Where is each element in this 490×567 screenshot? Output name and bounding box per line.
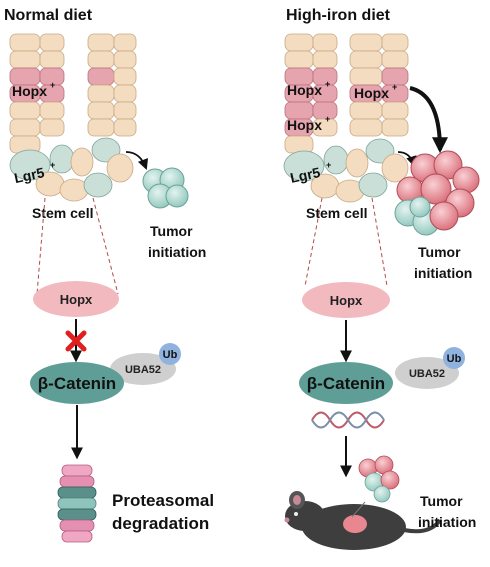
inhibit-x-icon — [65, 330, 87, 352]
right-crypt — [283, 33, 409, 203]
right-uba52-node — [395, 357, 459, 389]
right-ub-label: Ub — [447, 353, 462, 365]
left-ub-label: Ub — [163, 349, 178, 361]
dna-helix-icon — [311, 411, 385, 429]
left-arrow-to-tumor — [125, 151, 149, 171]
right-zoom-line-a — [304, 197, 323, 287]
right-hopx-sup-b: + — [325, 114, 330, 124]
left-zoom-line-b — [92, 197, 119, 295]
mouse-tumor-cluster — [358, 455, 400, 503]
left-tumor-line1: Tumor — [150, 223, 193, 239]
left-tumor-line2: initiation — [148, 244, 206, 260]
right-panel: High-iron diet — [283, 7, 480, 550]
right-hopx-marker-b: Hopx — [287, 117, 322, 133]
left-hopx-node — [33, 281, 119, 317]
left-catenin-node — [30, 362, 124, 404]
right-tumor-line2: initiation — [414, 265, 472, 281]
left-degradation-line2: degradation — [112, 514, 209, 533]
right-hopx-node — [302, 282, 390, 318]
left-tumor-cluster — [142, 167, 189, 209]
left-crypt — [9, 33, 137, 202]
left-title: Normal diet — [4, 7, 93, 24]
right-hopx-marker-c: Hopx — [354, 85, 389, 101]
left-hopx-node-label: Hopx — [60, 292, 93, 307]
left-panel: Normal diet — [4, 7, 214, 543]
left-uba52-node — [110, 353, 176, 385]
right-tumor2-line1: Tumor — [420, 493, 463, 509]
right-hopx-node-label: Hopx — [330, 293, 363, 308]
right-catenin-node — [299, 362, 393, 404]
right-hopx-marker-a: Hopx — [287, 82, 322, 98]
right-hopx-sup-a: + — [325, 79, 330, 89]
right-ub-node — [443, 347, 465, 369]
right-tumor-line1: Tumor — [418, 244, 461, 260]
mouse-icon — [284, 491, 442, 550]
left-lgr5-sup: + — [50, 160, 55, 170]
right-stem-cell-label: Stem cell — [306, 205, 367, 221]
left-uba52-label: UBA52 — [125, 364, 161, 376]
right-zoom-line-b — [371, 197, 388, 287]
right-hopx-to-tumor-arrow — [409, 86, 448, 154]
right-lgr5-marker: Lgr5 — [289, 164, 322, 186]
left-hopx-marker: Hopx — [12, 83, 47, 99]
right-tumor-cluster — [394, 150, 480, 236]
right-lgr5-sup: + — [326, 160, 331, 170]
left-zoom-line-a — [36, 197, 46, 295]
right-uba52-label: UBA52 — [409, 368, 445, 380]
left-hopx-sup: + — [50, 80, 55, 90]
proteasome-icon — [57, 464, 97, 543]
right-catenin-label: β-Catenin — [307, 374, 385, 393]
left-lgr5-marker: Lgr5 — [13, 164, 46, 186]
left-catenin-label: β-Catenin — [38, 374, 116, 393]
left-degradation-line1: Proteasomal — [112, 491, 214, 510]
right-hopx-sup-c: + — [392, 82, 397, 92]
right-tumor2-line2: initiation — [418, 514, 476, 530]
right-title: High-iron diet — [286, 7, 391, 24]
left-stem-cell-label: Stem cell — [32, 205, 93, 221]
left-ub-node — [159, 343, 181, 365]
